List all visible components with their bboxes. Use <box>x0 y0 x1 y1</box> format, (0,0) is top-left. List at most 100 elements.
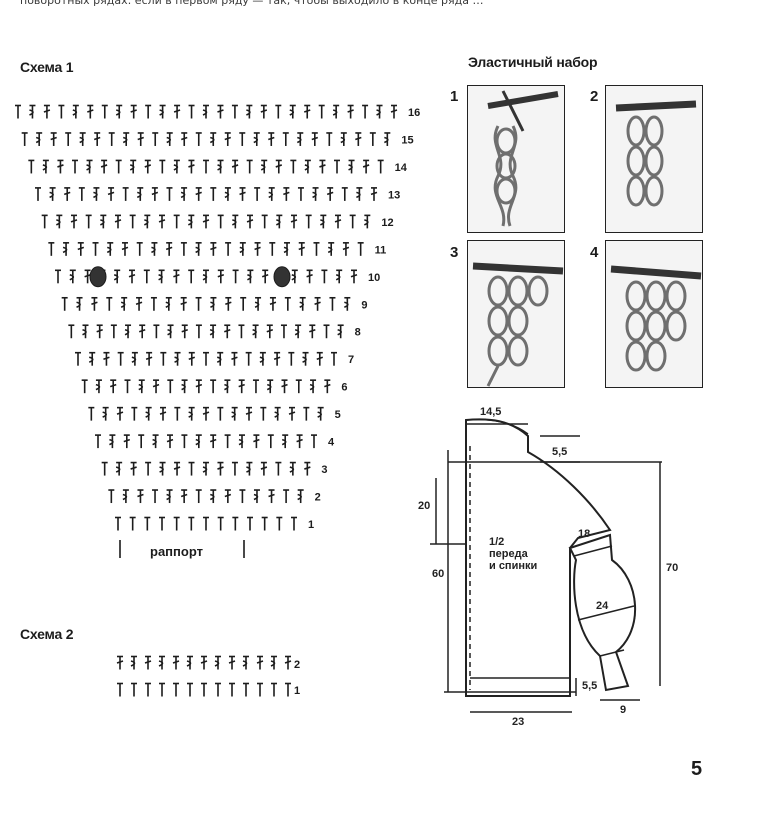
scheme1-row-number: 15 <box>401 134 413 146</box>
scheme1-stitch <box>261 516 268 531</box>
scheme1-stitch <box>231 104 238 119</box>
scheme1-stitch <box>267 434 274 449</box>
button-symbol <box>89 266 107 288</box>
scheme1-stitch <box>254 187 261 201</box>
scheme2-title: Схема 2 <box>20 626 74 642</box>
scheme1-stitch <box>120 296 128 311</box>
scheme1-stitch <box>158 269 165 284</box>
scheme1-stitch <box>152 489 159 504</box>
scheme1-stitch <box>268 132 275 146</box>
scheme1-stitch <box>109 379 117 394</box>
scheme1-stitch <box>224 132 232 146</box>
scheme1-stitch <box>101 104 108 119</box>
scheme1-stitch <box>124 324 132 339</box>
scheme1-stitch <box>217 516 224 531</box>
scheme1-stitch <box>188 516 195 531</box>
scheme1-stitch <box>377 159 384 174</box>
scheme1-stitch <box>195 132 202 146</box>
scheme1-stitch <box>210 379 217 394</box>
scheme1-stitch <box>311 132 319 146</box>
scheme1-stitch <box>138 434 145 449</box>
step-number-4: 4 <box>590 244 599 261</box>
scheme1-stitch <box>109 434 116 449</box>
scheme1-stitch <box>281 434 289 449</box>
scheme1-stitch <box>217 159 224 174</box>
scheme1-stitch <box>240 296 247 311</box>
scheme1-stitch <box>81 379 88 394</box>
scheme1-stitch <box>173 104 181 119</box>
scheme1-stitch <box>72 159 78 174</box>
scheme2-stitch <box>158 655 165 670</box>
scheme1-stitch <box>195 187 202 201</box>
rapport-label: раппорт <box>150 544 203 559</box>
scheme1-stitch <box>324 379 331 394</box>
scheme1-stitch <box>309 324 316 339</box>
scheme1-stitch <box>342 242 350 256</box>
scheme1-stitch <box>314 296 321 311</box>
scheme1-row-number: 11 <box>375 244 387 256</box>
scheme1-stitch <box>195 489 202 504</box>
scheme1-stitch <box>273 351 281 366</box>
scheme1-stitch <box>289 104 296 119</box>
scheme1-stitch <box>247 516 253 531</box>
scheme1-stitch <box>95 379 102 394</box>
scheme1-row-number: 10 <box>368 272 380 284</box>
scheme1-stitch <box>115 516 121 531</box>
scheme1-stitch <box>276 516 283 531</box>
elastic-photo-2 <box>605 85 703 233</box>
scheme1-stitch <box>344 296 351 311</box>
scheme2-stitch <box>214 655 221 670</box>
scheme1-title: Схема 1 <box>20 59 74 75</box>
scheme1-stitch <box>217 461 224 476</box>
scheme1-row-number: 3 <box>321 464 327 476</box>
scheme1-stitch <box>260 406 267 421</box>
scheme1-stitch <box>334 159 340 174</box>
scheme1-row-number: 13 <box>388 189 400 201</box>
scheme1-stitch <box>232 214 239 229</box>
scheme1-stitch <box>217 104 224 119</box>
scheme1-stitch <box>203 516 209 531</box>
scheme1-stitch <box>115 104 123 119</box>
scheme1-stitch <box>57 159 64 174</box>
scheme1-stitch <box>283 242 291 256</box>
scheme1-stitch <box>299 296 306 311</box>
scheme1-stitch <box>15 104 21 119</box>
scheme1-stitch <box>173 516 180 531</box>
scheme1-stitch <box>268 187 275 201</box>
scheme1-stitch <box>246 159 253 174</box>
scheme1-stitch <box>261 269 269 284</box>
scheme1-stitch <box>65 132 72 146</box>
scheme1-stitch <box>116 406 124 421</box>
scheme1-stitch <box>181 324 188 339</box>
scheme1-stitch <box>152 379 160 394</box>
scheme1-stitch <box>151 187 159 201</box>
dim-cuff-height: 5,5 <box>582 680 598 692</box>
scheme1-stitch <box>103 351 110 366</box>
scheme1-row-number: 2 <box>315 492 321 504</box>
scheme2-stitch <box>242 655 249 670</box>
scheme1-stitch <box>167 324 174 339</box>
scheme1-stitch <box>290 159 297 174</box>
scheme1-stitch <box>210 296 217 311</box>
scheme1-stitch <box>355 132 362 146</box>
scheme1-stitch <box>130 104 137 119</box>
scheme1-stitch <box>87 104 94 119</box>
scheme2-stitch <box>200 655 208 670</box>
elastic-photo-1 <box>467 85 565 233</box>
scheme1-stitch <box>224 489 232 504</box>
scheme1-stitch <box>48 242 55 256</box>
scheme1-stitch <box>137 489 144 504</box>
dim-total-length: 70 <box>666 562 679 574</box>
dim-sleeve-wide: 24 <box>596 600 609 612</box>
scheme1-row-number: 9 <box>361 299 367 311</box>
scheme1-stitch <box>203 351 209 366</box>
scheme1-stitch <box>144 159 152 174</box>
step-number-1: 1 <box>450 88 459 105</box>
scheme1-stitch <box>121 242 129 256</box>
scheme1-stitch <box>180 489 188 504</box>
note-back: и спинки <box>489 560 538 572</box>
scheme1-stitch <box>312 187 319 201</box>
scheme1-stitch <box>313 242 320 256</box>
scheme1-stitch <box>131 351 138 366</box>
scheme1-stitch <box>41 214 48 229</box>
